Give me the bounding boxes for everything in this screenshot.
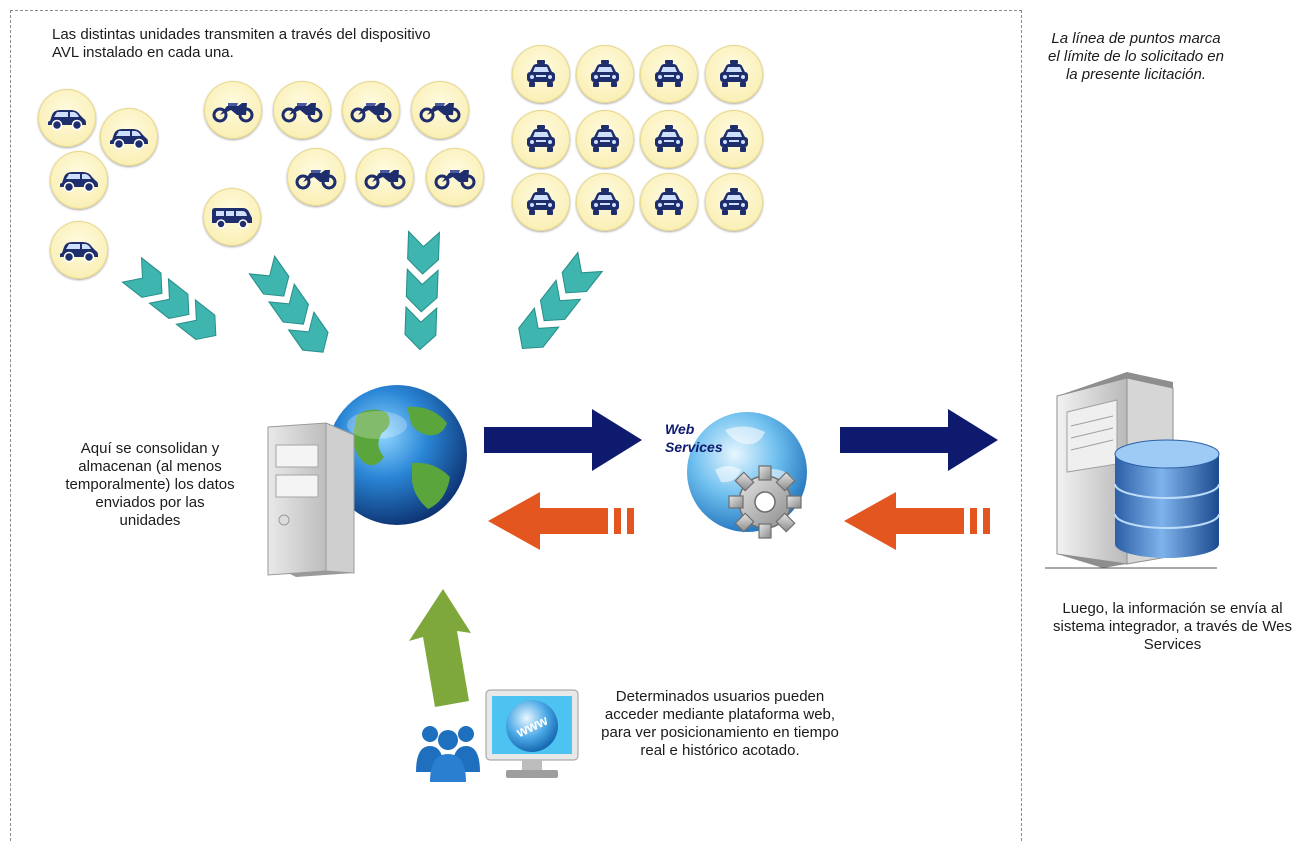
integrator-note: Luego, la información se envía al sistem…: [1052, 600, 1292, 653]
orange-arrow-to-server: [488, 492, 634, 550]
central-server-globe: [267, 385, 467, 577]
taxi-icon: [640, 110, 698, 168]
car-icon: [50, 151, 108, 209]
server-icon: [267, 422, 355, 577]
orange-arrow-to-webservices: [844, 492, 990, 550]
car-icon: [100, 108, 158, 166]
chevron-arrow-icon: [248, 255, 337, 362]
monitor-www-icon: www: [485, 689, 579, 778]
chevron-arrow-icon: [509, 251, 603, 359]
van-icon: [203, 188, 261, 246]
chevron-arrow-icon: [121, 257, 226, 349]
chevron-arrow-icon: [403, 230, 440, 351]
motorcycle-icon: [426, 148, 484, 206]
web-services-gear-icon: Web Services: [665, 412, 807, 539]
users-note: Determinados usuarios pueden acceder med…: [601, 688, 839, 759]
taxi-icon: [705, 173, 763, 231]
taxi-icon: [640, 173, 698, 231]
taxi-icon: [512, 110, 570, 168]
car-icon: [38, 89, 96, 147]
motorcycle-icon: [287, 148, 345, 206]
taxi-icon: [640, 45, 698, 103]
motorcycle-icon: [342, 81, 400, 139]
motorcycle-icon: [204, 81, 262, 139]
web-services-label-1: Web: [665, 421, 695, 437]
navy-arrow-to-integrator: [840, 409, 998, 471]
server-note: Aquí se consolidan y almacenan (al menos…: [65, 440, 235, 529]
licitation-boundary-dashed-line: [10, 10, 1022, 841]
globe-icon: [327, 385, 467, 525]
boundary-note: La línea de puntos marca el límite de lo…: [1048, 30, 1224, 83]
taxi-icon: [512, 173, 570, 231]
green-arrow-up: [409, 589, 471, 707]
motorcycle-icon: [411, 81, 469, 139]
database-server-icon: [1045, 372, 1220, 569]
taxi-icon: [705, 110, 763, 168]
taxi-icon: [576, 173, 634, 231]
navy-arrow-to-webservices: [484, 409, 642, 471]
units-note: Las distintas unidades transmiten a trav…: [52, 26, 431, 61]
taxi-icon: [705, 45, 763, 103]
taxi-icon: [512, 45, 570, 103]
web-services-label-2: Services: [665, 439, 723, 455]
car-icon: [50, 221, 108, 279]
motorcycle-icon: [273, 81, 331, 139]
taxi-icon: [576, 45, 634, 103]
taxi-icon: [576, 110, 634, 168]
motorcycle-icon: [356, 148, 414, 206]
users-icon: [416, 726, 480, 782]
